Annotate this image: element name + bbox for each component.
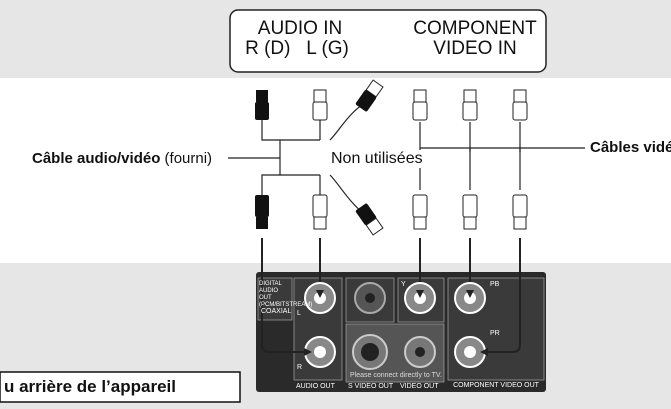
- jack-video-out: [404, 336, 436, 368]
- connect-note: Please connect directly to TV.: [350, 372, 442, 379]
- plug-top-red: [255, 90, 269, 120]
- plug-top-white: [312, 89, 328, 121]
- plug-top-pb: [462, 89, 478, 121]
- plug-top-y: [412, 89, 428, 121]
- audio-channel-labels: R (D) L (G): [245, 38, 349, 59]
- plug-bottom-unused: [355, 203, 384, 236]
- jack-s-video: [352, 334, 388, 370]
- plug-bottom-pb: [462, 194, 478, 230]
- audio-out-label: AUDIO OUT: [296, 383, 335, 390]
- plug-bottom-white: [312, 194, 328, 230]
- jack-pb-label: PB: [490, 281, 500, 288]
- jack-pr: [454, 336, 486, 368]
- av-cable-normal: (fourni): [164, 150, 213, 167]
- tv-panel: [229, 9, 547, 73]
- jack-y-label: Y: [401, 281, 406, 288]
- s-video-out-label: S VIDEO OUT: [348, 383, 394, 390]
- plug-bottom-pr: [512, 194, 528, 230]
- plug-top-pr: [512, 89, 528, 121]
- component-title-line1: COMPONENT: [413, 18, 537, 39]
- jack-video-top: [354, 282, 386, 314]
- jack-l-label: L: [297, 310, 301, 317]
- coaxial-label: COAXIAL: [261, 308, 292, 315]
- component-title-line2: VIDEO IN: [433, 38, 517, 59]
- video-cables-label: Câbles vidéo: [590, 139, 671, 156]
- jack-r-label: R: [297, 364, 303, 371]
- video-out-label: VIDEO OUT: [400, 383, 439, 390]
- caption-box: [0, 371, 241, 403]
- plug-bottom-red: [255, 195, 269, 229]
- component-out-label: COMPONENT VIDEO OUT: [453, 382, 539, 389]
- rear-panel-caption: u arrière de l’appareil: [4, 377, 176, 396]
- av-cable-bold: Câble audio/vidéo: [32, 150, 161, 167]
- audio-in-title: AUDIO IN: [257, 18, 343, 39]
- plug-bottom-y: [412, 194, 428, 230]
- jack-pr-label: PR: [490, 330, 500, 337]
- unused-label: Non utilisées: [330, 150, 424, 168]
- plug-top-unused: [355, 79, 384, 112]
- digital-audio-label: DIGITAL AUDIO OUT (PCM/BITSTREAM): [259, 281, 313, 308]
- arrowheads: [304, 290, 488, 356]
- av-cable-label: Câble audio/vidéo (fourni): [32, 150, 212, 167]
